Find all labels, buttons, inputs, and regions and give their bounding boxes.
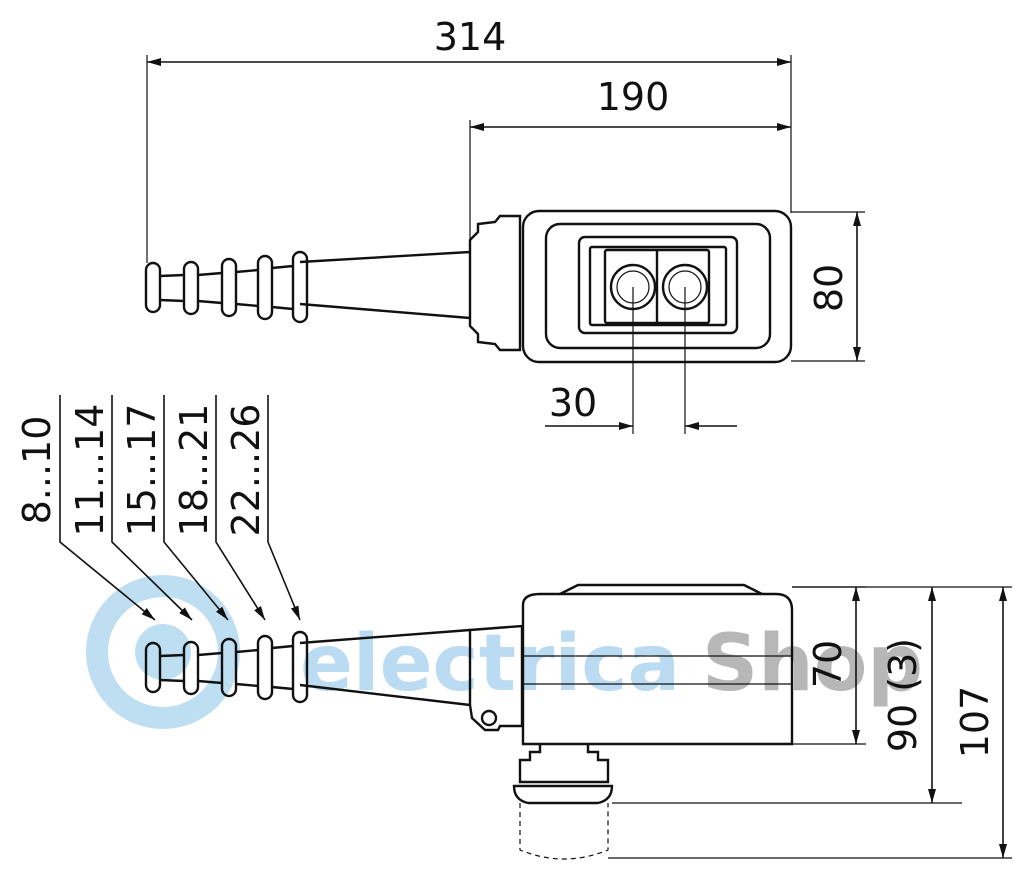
top-view: 314 190 80 30 <box>144 15 865 434</box>
watermark: electrica Shop <box>86 575 923 729</box>
dim-box-height: 70 <box>792 586 866 745</box>
cable-range-2: 11...14 <box>68 404 112 537</box>
box-width-label: 80 <box>807 264 851 312</box>
top-cable <box>144 250 471 324</box>
dim-overall-length: 314 <box>146 15 792 263</box>
cable-range-labels: 8...10 11...14 15...17 18...21 22...26 <box>15 395 301 621</box>
watermark-logo-icon <box>86 575 240 729</box>
cable-range-3: 15...17 <box>120 404 164 537</box>
cable-range-4: 18...21 <box>172 404 216 537</box>
top-box <box>468 209 793 364</box>
side-cable <box>144 628 471 707</box>
watermark-text-right: Shop <box>702 619 923 709</box>
dim-total-height: 107 <box>608 586 1012 859</box>
height-with-button-label: 90 (3) <box>881 638 925 752</box>
side-view: 70 90 (3) 107 <box>144 583 1012 860</box>
cable-range-1: 8...10 <box>15 416 59 525</box>
dim-box-width: 80 <box>791 211 865 362</box>
side-box <box>468 583 794 860</box>
total-height-label: 107 <box>953 686 997 759</box>
dim-button-spacing: 30 <box>545 287 737 434</box>
watermark-text-left: electrica <box>300 619 680 709</box>
dim-box-length: 190 <box>469 75 791 240</box>
button-spacing-label: 30 <box>549 381 597 425</box>
cable-range-5: 22...26 <box>224 404 268 537</box>
dim-height-with-button: 90 (3) <box>612 586 962 804</box>
box-height-label: 70 <box>806 640 850 688</box>
box-length-label: 190 <box>597 75 670 119</box>
overall-length-label: 314 <box>434 15 507 59</box>
